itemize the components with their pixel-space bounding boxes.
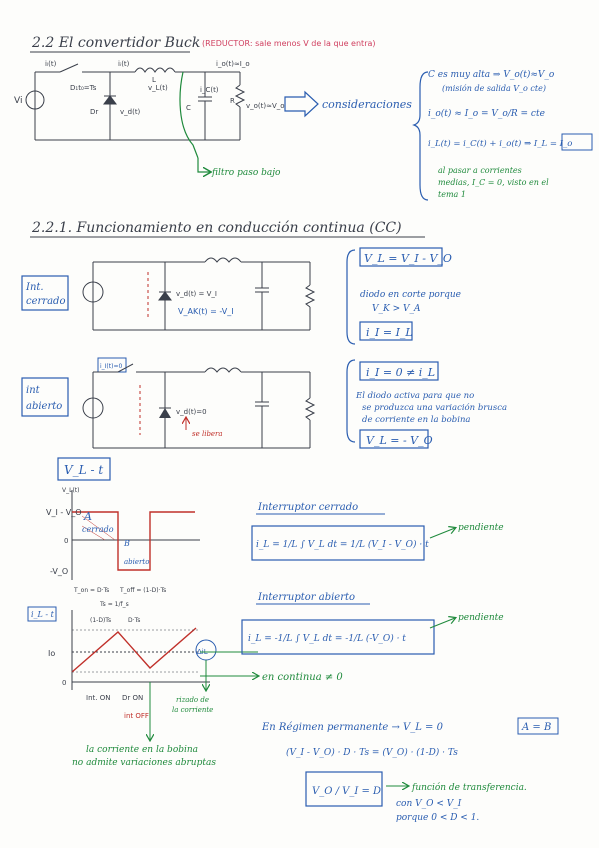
open-eq-ii: i_I = 0 ≠ i_L (366, 366, 435, 379)
closed-vd-label: v_d(t) = V_I (176, 290, 217, 298)
subsection-title: 2.2.1. Funcionamiento en conducción cont… (31, 220, 402, 236)
filter-label: filtro paso bajo (211, 168, 281, 178)
section-subtitle: (REDUCTOR: sale menos V de la que entra) (202, 39, 376, 48)
top-c-label: C (186, 104, 191, 112)
regime-porque: porque 0 < D < 1. (396, 813, 479, 823)
consideration-3d: tema 1 (438, 190, 466, 199)
graph-il-rizado-2: la corriente (172, 706, 213, 714)
graph-il-rizado-1: rizado de (176, 696, 209, 704)
graph-vl-zero: 0 (64, 537, 68, 545)
graph-vl-toff: T_off = (1-D)·Ts (119, 587, 166, 594)
graph-il-d1: (1-D)Ts (90, 617, 111, 624)
graph-vl-y-top: V_I - V_O (46, 508, 82, 517)
section-title: 2.2 El convertidor Buck (31, 35, 200, 51)
open-eq-pendiente: pendiente (458, 613, 504, 623)
top-switch-label: D₁t₀=Ts (70, 84, 97, 92)
consideration-3: i_L(t) = i_C(t) + i_o(t) ⇒ I_L = I_o (428, 138, 572, 149)
open-eq-title: Interruptor abierto (257, 592, 355, 603)
open-label-1: int (26, 385, 41, 396)
open-diode-note-1: El diodo activa para que no (355, 391, 474, 401)
consideration-1a: C es muy alta ⇒ V_o(t)≈V_o (428, 69, 555, 80)
graph-il-title: i_L - t (31, 610, 55, 619)
closed-eq-title: Interruptor cerrado (257, 502, 358, 513)
open-diode-note-2: se produzca una variación brusca (362, 402, 507, 413)
open-eq-vl: V_L = - V_O (366, 434, 433, 447)
graph-vl-title: V_L - t (64, 463, 103, 477)
closed-label-1: Int. (25, 282, 44, 293)
graph-vl-ts: Ts = 1/f_s (99, 601, 129, 608)
graph-vl (71, 490, 200, 580)
closed-diode-note-2: V_K > V_A (372, 304, 421, 314)
graph-il-io: Io (48, 649, 55, 658)
closed-eq-pendiente: pendiente (458, 523, 504, 533)
green-note-1: la corriente en la bobina (86, 745, 198, 755)
top-vi-label: Vi (14, 96, 22, 106)
open-diode-note-3: de corriente en la bobina (362, 415, 471, 425)
considerations-label: consideraciones (322, 98, 412, 111)
regime-func: función de transferencia. (411, 782, 527, 793)
consideration-2: i_o(t) ≈ I_o = V_o/R = cte (428, 108, 545, 119)
graph-il-int-on: Int. ON (86, 694, 110, 702)
open-circuit (82, 363, 316, 449)
open-vd-label: v_d(t)=0 (176, 408, 207, 416)
graph-vl-a-label: A (83, 510, 92, 523)
regime-line-2: (V_I - V_O) · D · Ts = (V_O) · (1-D) · T… (286, 747, 458, 758)
graph-il-continua: en continua ≠ 0 (262, 672, 343, 683)
consideration-3c: medias, I_C = 0, visto en el (438, 178, 549, 187)
graph-il-zero: 0 (62, 679, 66, 687)
open-cond-label: se libera (192, 430, 223, 438)
graph-vl-abierto: abierto (124, 558, 149, 566)
graph-vl-cerrado: cerrado (82, 525, 114, 534)
graph-il-dr-on: Dr ON (122, 694, 143, 702)
top-r-label: R (230, 97, 235, 105)
top-io-label: i_o(t)≈I_o (216, 60, 250, 68)
closed-circuit (82, 257, 316, 331)
top-l-label: L (152, 76, 156, 84)
closed-eq-il: i_I = I_L (366, 326, 413, 339)
top-vl-label: v_L(t) (148, 84, 168, 92)
top-vo-label: v_o(t)≈V_o (246, 102, 285, 110)
open-label-2: abierto (26, 401, 62, 412)
open-eq-formula: i_L = -1/L ∫ V_L dt = -1/L (-V_O) · t (248, 633, 406, 644)
closed-diode-note-1: diodo en corte porque (360, 290, 461, 300)
graph-vl-y-bot: -V_O (50, 567, 68, 576)
graph-il-int-off: int OFF (124, 712, 149, 720)
regime-ab: A = B (521, 722, 551, 733)
graph-vl-ton: T_on = D·Ts (73, 587, 109, 594)
graph-vl-y-axis: V_L(t) (62, 487, 79, 494)
open-ii-label: i_I(t)=0 (100, 363, 122, 370)
regime-con: con V_O < V_I (396, 799, 462, 809)
top-diode-label: Dr (90, 108, 98, 116)
top-vd-label: v_d(t) (120, 108, 141, 116)
consideration-1b: (misión de salida V_o cte) (442, 84, 546, 93)
green-note-2: no admite variaciones abruptas (72, 758, 216, 768)
regime-line-1: En Régimen permanente → V_L = 0 (261, 722, 444, 733)
regime-frac: V_O / V_I = D (312, 786, 381, 797)
closed-eq-formula: i_L = 1/L ∫ V_L dt = 1/L (V_I - V_O) · t (256, 539, 429, 550)
closed-label-2: cerrado (26, 296, 65, 307)
top-ii-label: iᵢ(t) (118, 60, 130, 68)
graph-vl-b-label: B (123, 539, 130, 548)
closed-vak-label: V_AK(t) = -V_I (178, 307, 234, 316)
top-il-label: iₗ(t) (45, 60, 57, 68)
closed-eq-vl: V_L = V_I - V_O (364, 252, 452, 265)
consideration-3b: al pasar a corrientes (438, 166, 522, 175)
top-circuit (25, 63, 246, 141)
top-ic-label: i_C(t) (200, 86, 219, 94)
graph-il-d2: D·Ts (128, 617, 140, 624)
